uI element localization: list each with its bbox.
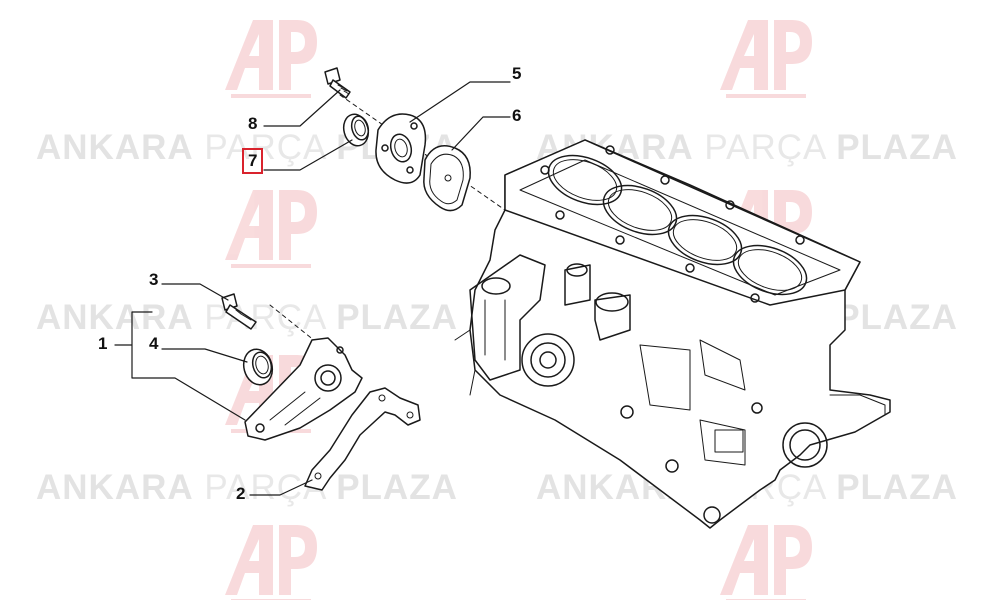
seal-ring-icon[interactable] — [340, 111, 371, 148]
gasket-icon[interactable] — [304, 387, 421, 491]
bolt-icon[interactable] — [221, 293, 257, 330]
cover-flange-icon[interactable] — [375, 113, 427, 184]
callout-3[interactable]: 3 — [149, 270, 159, 289]
rear-seal-carrier-icon[interactable] — [244, 337, 363, 441]
callout-1[interactable]: 1 — [98, 334, 108, 353]
callout-4[interactable]: 4 — [149, 334, 159, 353]
callout-6[interactable]: 6 — [512, 106, 522, 125]
callout-5[interactable]: 5 — [512, 64, 522, 83]
seal-ring-icon[interactable] — [240, 346, 276, 388]
bolt-icon[interactable] — [324, 67, 351, 99]
gasket-icon[interactable] — [423, 145, 471, 212]
callout-7-selected[interactable]: 7 — [242, 148, 264, 174]
leader-lines — [114, 81, 511, 496]
callout-8[interactable]: 8 — [248, 114, 258, 133]
callout-2[interactable]: 2 — [236, 484, 246, 503]
engine-block-icon[interactable] — [454, 139, 891, 529]
